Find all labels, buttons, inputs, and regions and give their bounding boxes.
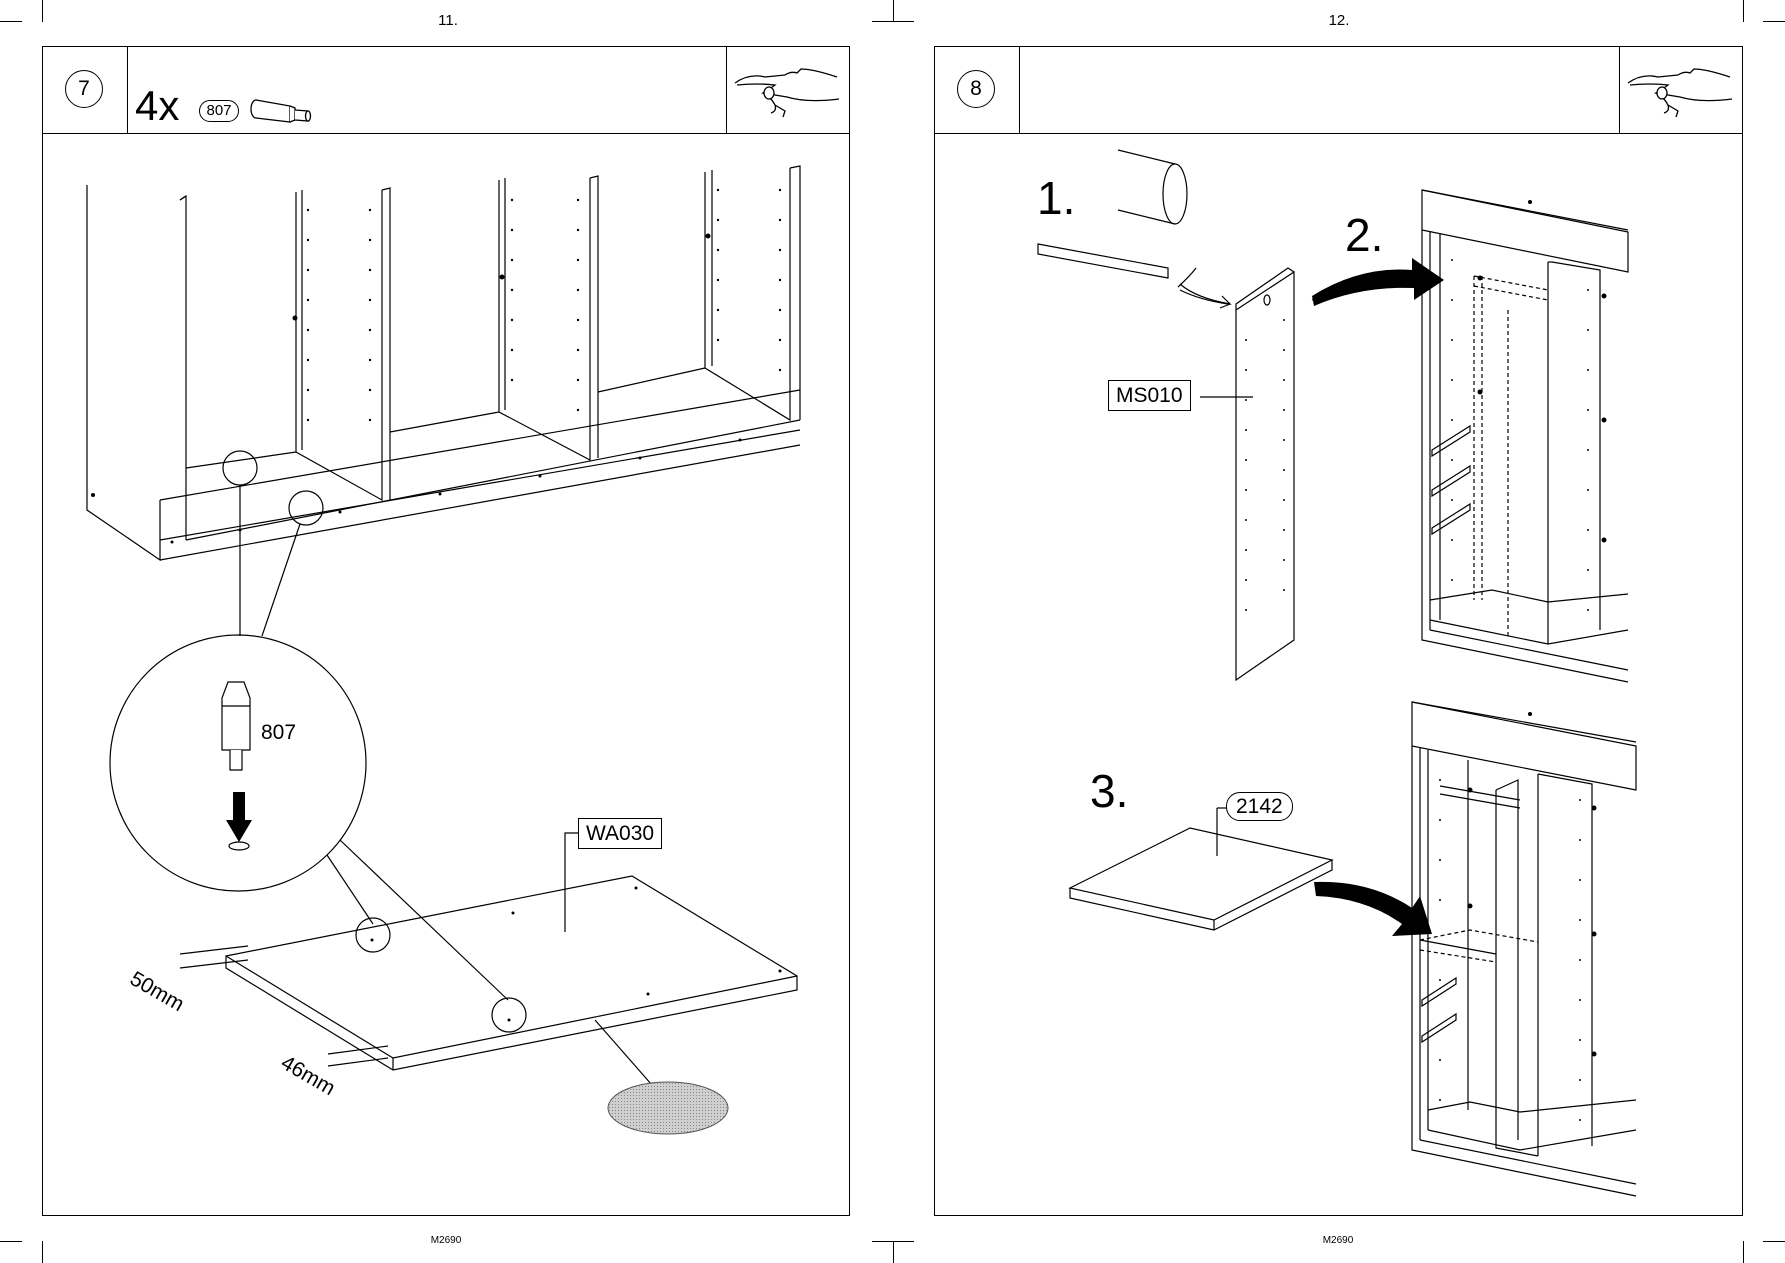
hand-icon [734,68,840,118]
crop-mark [1743,1241,1744,1263]
step-number: 7 [65,70,103,108]
substep-1-number: 1. [1037,172,1076,224]
crop-mark [0,1241,22,1242]
substep-3-number: 3. [1090,765,1129,817]
crop-mark [42,1241,43,1263]
step-number: 8 [957,70,995,108]
crop-mark [1763,21,1785,22]
part-callout-label: 807 [261,721,297,744]
quantity: 4x [135,82,180,129]
crop-mark [893,1241,894,1263]
page-number: 12. [1328,12,1350,29]
part-code-badge: 807 [199,100,239,122]
crop-mark [1743,0,1744,22]
page-number: 11. [438,12,458,29]
step-number-cell: 8 [935,47,1020,133]
step-panel-8: 8 [934,46,1743,1216]
step-header: 8 [935,47,1742,134]
hand-assembly-cell [1619,47,1742,133]
panel-code-label: MS010 [1108,380,1191,411]
crop-mark [42,0,43,22]
footer-code: M2690 [1322,1235,1354,1246]
step-number-cell: 7 [43,47,128,133]
footer-code: M2690 [430,1235,462,1246]
crop-mark [1763,1241,1785,1242]
crop-mark [893,0,894,22]
step-panel-7: 7 4x 807 [42,46,850,1216]
hand-icon [1627,68,1733,118]
hand-assembly-cell [726,47,849,133]
dowel-pin-icon [250,99,312,123]
crop-mark [0,21,22,22]
shelf-code-label: 2142 [1226,792,1293,821]
panel-code-label: WA030 [578,818,663,849]
step-header: 7 4x 807 [43,47,849,134]
substep-2-number: 2. [1345,209,1384,261]
